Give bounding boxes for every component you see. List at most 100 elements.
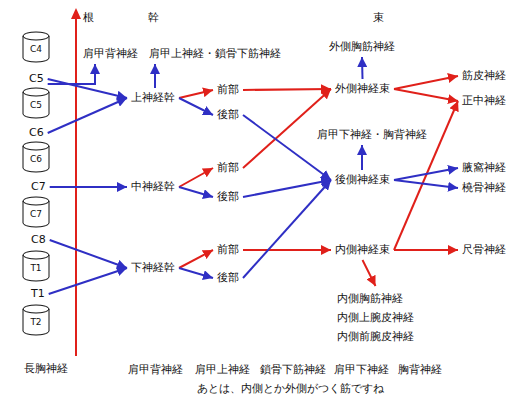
nerve-connector xyxy=(394,249,458,251)
cord-label: 内側神経束 xyxy=(333,242,392,258)
cord-label: 後側神経束 xyxy=(333,172,392,188)
node-text: C4 xyxy=(22,31,50,55)
node-text: 腋窩神経 xyxy=(462,161,506,175)
nerve-connector xyxy=(243,249,331,251)
node-text: 下神経幹 xyxy=(131,261,175,275)
nerve-connector xyxy=(363,260,376,286)
note-label: 肩甲背神経 xyxy=(126,363,185,377)
node-text: T1 xyxy=(22,250,50,274)
terminal-nerve-label: 尺骨神経 xyxy=(460,242,508,258)
node-text: 外側神経束 xyxy=(335,82,390,96)
nerve-connector xyxy=(179,268,213,278)
note-label: 肩甲下神経 xyxy=(332,363,391,377)
nerve-connector xyxy=(49,268,127,294)
node-text: 肩甲背神経 xyxy=(83,47,138,61)
cylinder-outline xyxy=(23,88,49,118)
node-text: 正中神経 xyxy=(462,94,506,108)
nerve-connector xyxy=(48,64,95,84)
node-text: 後側神経束 xyxy=(335,173,390,187)
node-text: 肩甲下神経・胸背神経 xyxy=(317,128,427,142)
note-label: 長胸神経 xyxy=(22,362,70,376)
nerve-list-label: 内側胸筋神経内側上腕皮神経内側前腕皮神経 xyxy=(335,288,416,347)
node-text: C7 xyxy=(22,196,50,220)
vertebra-cylinder: C7 xyxy=(22,196,50,228)
cylinder-outline xyxy=(23,32,49,62)
nerve-label: 肩甲上神経・鎖骨下筋神経 xyxy=(147,46,283,62)
arrow-head xyxy=(71,8,81,19)
root-label: C6 xyxy=(27,125,46,141)
division-label: 後部 xyxy=(215,270,241,286)
terminal-nerve-label: 筋皮神経 xyxy=(460,68,508,84)
nerve-connector xyxy=(179,250,213,268)
column-header: 束 xyxy=(371,11,386,25)
node-text: 内側前腕皮神経 xyxy=(337,327,414,346)
division-label: 前部 xyxy=(215,82,241,98)
nerve-connector xyxy=(243,180,331,278)
vertebra-cylinder: C4 xyxy=(22,31,50,63)
vertebra-cylinder: C6 xyxy=(22,141,50,173)
trunk-label: 下神経幹 xyxy=(129,260,177,276)
note-label: 肩甲上神経 xyxy=(193,363,252,377)
node-text: C6 xyxy=(22,141,50,165)
node-text: 前部 xyxy=(217,243,239,257)
node-text: 外側胸筋神経 xyxy=(329,40,395,54)
trunk-label: 上神経幹 xyxy=(129,90,177,106)
node-text: 前部 xyxy=(217,161,239,175)
division-label: 後部 xyxy=(215,189,241,205)
cylinder-outline xyxy=(23,251,49,281)
nerve-connector xyxy=(361,57,364,79)
nerve-connector xyxy=(394,101,458,250)
nerve-connector xyxy=(179,187,213,197)
note-label: あとは、内側とか外側がつく筋ですね xyxy=(195,382,386,396)
division-label: 後部 xyxy=(215,107,241,123)
node-text: 橈骨神経 xyxy=(462,181,506,195)
node-text: C5 xyxy=(22,87,50,111)
note-label: 胸背神経 xyxy=(396,363,444,377)
division-label: 前部 xyxy=(215,160,241,176)
node-text: 上神経幹 xyxy=(131,91,175,105)
node-text: 後部 xyxy=(217,190,239,204)
node-text: T1 xyxy=(31,287,45,301)
root-label: C5 xyxy=(27,71,46,87)
node-text: 尺骨神経 xyxy=(462,243,506,257)
nerve-connector xyxy=(179,168,213,187)
root-label: T1 xyxy=(29,286,47,302)
node-text: C8 xyxy=(31,233,46,247)
nerve-connector xyxy=(394,76,458,89)
trunk-label: 中神経幹 xyxy=(129,179,177,195)
node-text: 筋皮神経 xyxy=(462,69,506,83)
nerve-connector xyxy=(394,168,458,180)
node-text: 中神経幹 xyxy=(131,180,175,194)
note-label: 鎖骨下筋神経 xyxy=(258,363,328,377)
division-label: 前部 xyxy=(215,242,241,258)
vertebra-cylinder: T2 xyxy=(22,304,50,336)
nerve-connector xyxy=(50,240,127,268)
node-text: C5 xyxy=(29,72,44,86)
root-label: C8 xyxy=(29,232,48,248)
nerve-connector xyxy=(179,90,213,98)
node-text: 内側神経束 xyxy=(335,243,390,257)
node-text: 内側上腕皮神経 xyxy=(337,308,414,327)
node-text: 前部 xyxy=(217,83,239,97)
nerve-connector xyxy=(48,79,127,98)
nerve-connector xyxy=(243,89,331,90)
vertebra-cylinder: C5 xyxy=(22,87,50,119)
node-text: T2 xyxy=(22,304,50,328)
node-text: C7 xyxy=(31,180,46,194)
cylinder-outline xyxy=(23,305,49,335)
nerve-connector xyxy=(243,115,331,180)
column-header: 根 xyxy=(81,11,96,25)
terminal-nerve-label: 腋窩神経 xyxy=(460,160,508,176)
root-label: C7 xyxy=(29,179,48,195)
nerve-label: 肩甲下神経・胸背神経 xyxy=(315,127,429,143)
node-text: 後部 xyxy=(217,271,239,285)
nerve-connector xyxy=(394,89,458,101)
terminal-nerve-label: 橈骨神経 xyxy=(460,180,508,196)
node-text: 後部 xyxy=(217,108,239,122)
terminal-nerve-label: 正中神経 xyxy=(460,93,508,109)
cord-label: 外側神経束 xyxy=(333,81,392,97)
nerve-connector xyxy=(394,180,458,188)
